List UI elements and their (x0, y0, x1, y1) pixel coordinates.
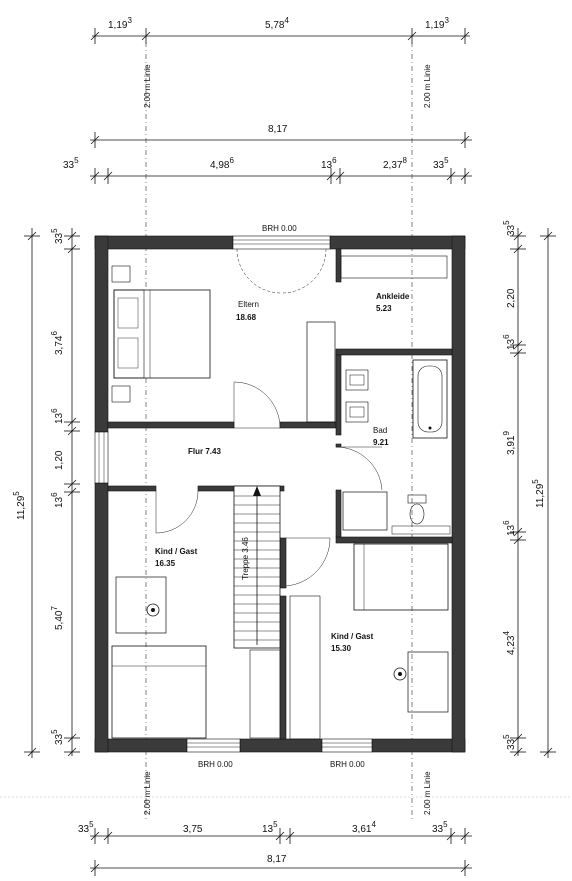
dim-top-total: 8,17 (268, 124, 288, 135)
window-bottom-left-label: BRH 0.00 (198, 760, 233, 769)
room-bad-name: Bad (373, 426, 387, 435)
dim-right-c: 136 (502, 334, 517, 350)
dim-right-f: 4,234 (502, 631, 517, 655)
shower (342, 491, 388, 531)
bed-eltern (113, 289, 211, 379)
dim-left-total: 11,295 (12, 491, 27, 520)
door-kind-2 (285, 537, 331, 587)
desk-kind-1 (115, 576, 167, 634)
staircase: Treppe 3.46 (233, 485, 281, 649)
right-dimension-chain: 335 2,20 136 3,919 136 4,234 335 (502, 220, 526, 757)
top-dimension-chain-1: 1,193 5,784 1,193 (90, 16, 470, 44)
door-balcony (236, 248, 327, 294)
bottom-dimension-chain: 335 3,75 135 3,614 335 (78, 820, 472, 844)
window-bottom-right-label: BRH 0.00 (330, 760, 365, 769)
wardrobe-kind-2 (289, 595, 321, 740)
desk-kind-2 (393, 651, 449, 713)
dim-left-g: 335 (50, 729, 65, 745)
ankleide-shelf (340, 255, 448, 279)
dim-bottom-e: 335 (432, 820, 448, 835)
dim-left-e: 136 (50, 492, 65, 508)
room-ankleide-area: 5.23 (376, 304, 392, 313)
toilet (407, 494, 427, 525)
room-kind1-area: 16.35 (155, 559, 176, 568)
door-kind-1 (155, 490, 199, 534)
right-dimension-total: 11,295 (531, 228, 556, 758)
room-bad-area: 9.21 (373, 438, 389, 447)
dim-left-a: 335 (50, 228, 65, 244)
dim-bottom-total: 8,17 (267, 854, 287, 865)
guide-lines: 2.00 m Linie 2.00 m Linie 2.00 m Linie 2… (0, 42, 572, 820)
room-eltern-area: 18.68 (236, 313, 257, 322)
window-top-label: BRH 0.00 (262, 224, 297, 233)
bed-kind-1 (111, 645, 207, 739)
wardrobe-kind-1 (249, 649, 281, 739)
room-eltern-name: Eltern (238, 300, 259, 309)
room-flur-name: Flur 7.43 (188, 447, 221, 456)
dim-right-a: 335 (502, 220, 517, 236)
dim-bottom-b: 3,75 (183, 824, 203, 835)
bed-kind-2 (353, 543, 449, 611)
dim-right-e: 136 (502, 520, 517, 536)
dim-left-d: 1,20 (54, 450, 65, 470)
sinks (345, 369, 369, 423)
window-top: BRH 0.00 (232, 224, 331, 250)
top-dimension-chain-2: 335 4,986 136 2,378 335 (63, 156, 472, 184)
nightstand-top (111, 265, 131, 283)
room-kind1-name: Kind / Gast (155, 547, 198, 556)
room-kind2-area: 15.30 (331, 644, 352, 653)
dim-top-1-b: 5,784 (265, 16, 289, 31)
door-bad (335, 446, 383, 491)
dim-top-2-c: 136 (321, 156, 337, 171)
dim-top-2-a: 335 (63, 156, 79, 171)
dim-right-g: 335 (502, 734, 517, 750)
dim-top-1-a: 1,193 (108, 16, 132, 31)
dim-top-2-e: 335 (433, 156, 449, 171)
dim-bottom-c: 135 (262, 820, 278, 835)
room-kind2-name: Kind / Gast (331, 632, 374, 641)
dim-left-b: 3,746 (50, 331, 65, 355)
guide-label-top-left: 2.00 m Linie (143, 64, 152, 108)
room-treppe-label: Treppe 3.46 (241, 537, 250, 580)
dim-left-f: 5,407 (50, 606, 65, 630)
dim-left-c: 136 (50, 408, 65, 424)
door-eltern (233, 381, 281, 429)
bottom-dimension-total: 8,17 (90, 854, 472, 876)
dim-top-2-d: 2,378 (383, 156, 407, 171)
dim-right-d: 3,919 (502, 431, 517, 455)
guide-label-top-right: 2.00 m Linie (423, 64, 432, 108)
outer-walls (94, 235, 466, 753)
left-dimension-total: 11,295 (12, 228, 40, 758)
window-bottom-left: BRH 0.00 (186, 738, 241, 769)
dim-right-total: 11,295 (531, 479, 546, 508)
guide-label-bottom-left: 2.00 m Linie (143, 771, 152, 815)
nightstand-bottom (111, 385, 131, 403)
dim-bottom-d: 3,614 (352, 820, 376, 835)
guide-label-bottom-right: 2.00 m Linie (423, 771, 432, 815)
window-bottom-right: BRH 0.00 (321, 738, 373, 769)
dim-bottom-a: 335 (78, 820, 94, 835)
dim-right-b: 2,20 (506, 288, 517, 308)
window-left (94, 431, 109, 484)
bathtub (412, 359, 448, 439)
room-ankleide-name: Ankleide (376, 292, 410, 301)
left-dimension-chain: 335 3,746 136 1,20 136 5,407 335 (50, 228, 80, 757)
bath-cabinet (391, 525, 451, 535)
dim-top-2-b: 4,986 (210, 156, 234, 171)
top-dimension-total: 8,17 (90, 124, 472, 148)
dim-top-1-c: 1,193 (425, 16, 449, 31)
